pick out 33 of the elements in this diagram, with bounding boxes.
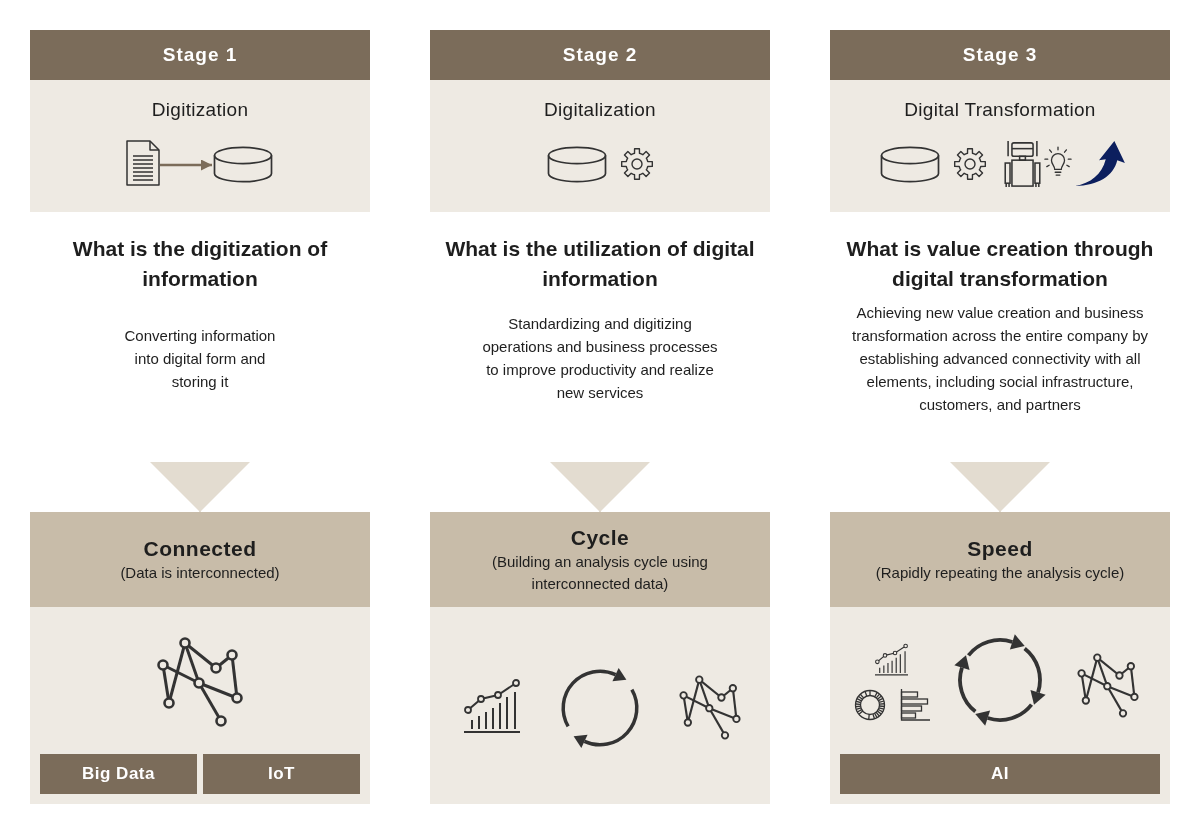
question-heading: What is value creation through digital transformation — [845, 236, 1155, 292]
result-card — [830, 512, 1170, 804]
result-card — [30, 512, 370, 804]
arrow — [160, 159, 212, 171]
stage-card — [30, 30, 370, 212]
chevron-arrow — [950, 461, 1050, 513]
stage-header-bar: Stage 1 — [30, 30, 370, 80]
card-title: Digital Transformation — [904, 98, 1096, 122]
stage-card — [830, 30, 1170, 212]
keyword-bar: AI — [840, 754, 1160, 794]
result-title: Speed — [967, 535, 1033, 562]
description-text: Standardizing and digitizing operations and business processes to improve productivity and realize new services — [481, 314, 719, 403]
stage-card — [430, 30, 770, 212]
stage-header-bar: Stage 3 — [830, 30, 1170, 80]
result-card — [430, 512, 770, 804]
result-title: Connected — [143, 535, 257, 562]
document-icon — [126, 140, 160, 186]
database-icon — [212, 146, 274, 184]
keyword-bar: IoT — [203, 754, 360, 794]
result-title: Cycle — [570, 524, 630, 551]
chevron-arrow — [550, 461, 650, 513]
description-text: Converting information into digital form and storing it — [123, 325, 277, 392]
chevron-arrow — [150, 461, 250, 513]
result-subtitle: (Rapidly repeating the analysis cycle) — [875, 562, 1125, 583]
result-subtitle: (Data is interconnected) — [120, 562, 280, 583]
card-title: Digitization — [151, 98, 249, 122]
result-subtitle: (Building an analysis cycle using interconnected data) — [491, 551, 709, 594]
question-heading: What is the digitization of information — [71, 236, 329, 292]
question-heading: What is the utilization of digital information — [444, 236, 756, 292]
description-text: Achieving new value creation and business transformation across the entire company by establishing advanced connectivity with all elements, including social infrastructure, customers, and partners — [851, 302, 1149, 415]
stage-header-bar: Stage 2 — [430, 30, 770, 80]
card-title: Digitalization — [544, 98, 656, 122]
keyword-bar: Big Data — [40, 754, 197, 794]
